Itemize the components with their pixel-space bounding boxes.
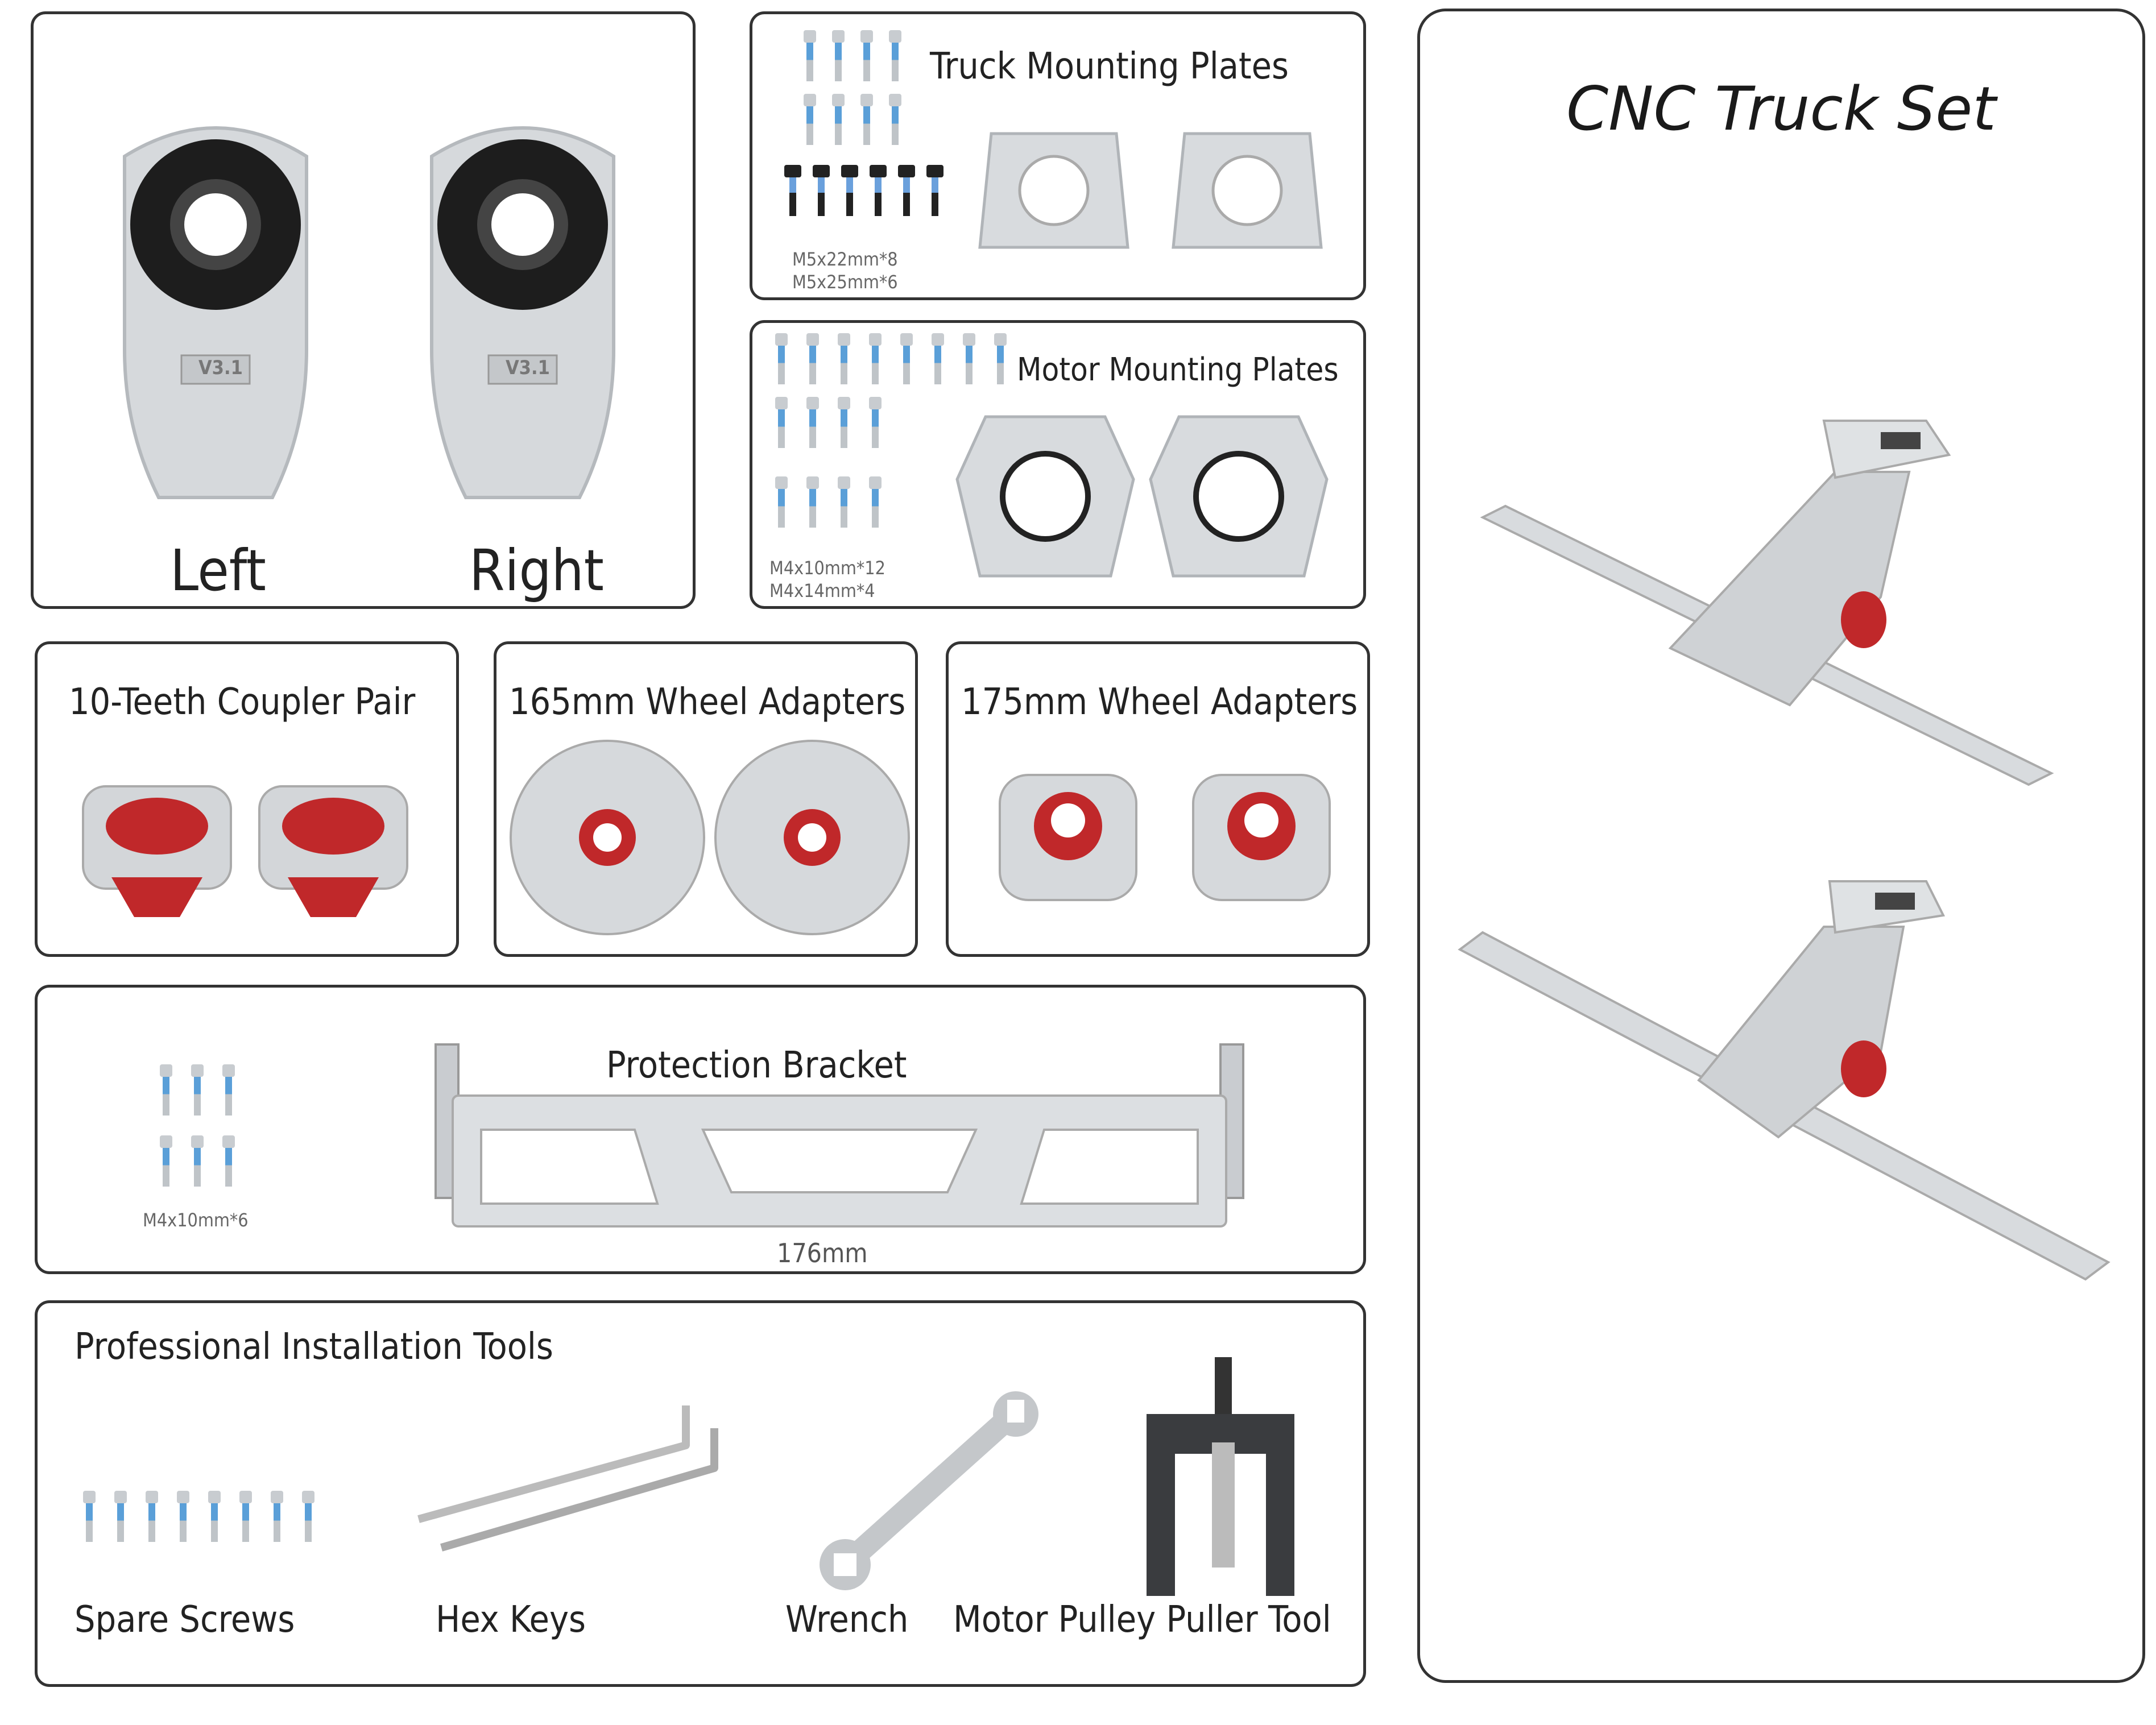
screw-icon: [804, 94, 816, 145]
truck-set-title: CNC Truck Set: [1566, 74, 1996, 144]
screw-icon: [870, 165, 887, 216]
screw-icon: [860, 30, 873, 81]
left-hub-image: [123, 126, 308, 499]
screw-icon: [869, 476, 882, 539]
motor-plates-spec-1: M4x10mm*12: [769, 557, 885, 579]
tools-title: Professional Installation Tools: [75, 1326, 553, 1368]
truck-plates-spec-2: M5x25mm*6: [792, 271, 898, 293]
screw-icon: [775, 333, 788, 384]
adapters-165-title: 165mm Wheel Adapters: [509, 681, 906, 723]
adapters-175-title: 175mm Wheel Adapters: [961, 681, 1358, 723]
screw-icon: [838, 397, 850, 448]
adapters-165-images: [510, 740, 910, 935]
screw-icon: [302, 1491, 314, 1542]
screw-icon: [898, 165, 915, 216]
tool-label-wrench: Wrench: [785, 1599, 909, 1641]
motor-plates-title: Motor Mounting Plates: [1017, 351, 1339, 388]
coupler-panel: 10-Teeth Coupler Pair: [35, 641, 459, 957]
screw-icon: [806, 397, 819, 448]
screw-icon: [832, 30, 845, 81]
screw-icon: [222, 1064, 235, 1116]
right-hub-image: [430, 126, 615, 499]
screw-icon: [900, 333, 913, 384]
tool-label-spare-screws: Spare Screws: [75, 1599, 295, 1641]
cnc-truck-set-panel: CNC Truck Set: [1417, 9, 2145, 1683]
adapters-165-panel: 165mm Wheel Adapters: [494, 641, 918, 957]
motor-plates-spec-2: M4x14mm*4: [769, 580, 875, 602]
motor-hubs-panel: V3.1 V3.1 Left Right: [31, 11, 696, 609]
bracket-title: Protection Bracket: [606, 1044, 907, 1087]
screw-icon: [832, 94, 845, 145]
truck-image-top: [1480, 420, 2054, 786]
tool-label-hex-keys: Hex Keys: [436, 1599, 586, 1641]
protection-bracket-image: [434, 1043, 1244, 1228]
truck-mounting-plates-panel: Truck Mounting Plates M5x22mm*8 M5x25mm*…: [750, 11, 1366, 300]
screw-icon: [271, 1491, 283, 1542]
pulley-puller-image: [1147, 1357, 1294, 1596]
motor-mounting-plates-panel: Motor Mounting Plates M4x10mm*12 M4x14mm…: [750, 320, 1366, 609]
truck-plate-images: [978, 132, 1323, 249]
bracket-length: 176mm: [777, 1238, 868, 1268]
tool-label-pulley-puller: Motor Pulley Puller Tool: [953, 1599, 1331, 1641]
truck-plates-spec-1: M5x22mm*8: [792, 248, 898, 270]
right-hub-engraving: V3.1: [506, 356, 550, 379]
screw-icon: [784, 165, 801, 216]
coupler-title: 10-Teeth Coupler Pair: [69, 681, 416, 723]
right-label: Right: [469, 537, 604, 604]
screw-icon: [208, 1491, 221, 1542]
screw-icon: [160, 1064, 172, 1116]
screw-icon: [838, 476, 850, 539]
screw-icon: [869, 397, 882, 448]
left-hub-engraving: V3.1: [198, 356, 243, 379]
screw-icon: [114, 1491, 127, 1542]
truck-image-bottom: [1458, 880, 2111, 1281]
installation-tools-panel: Professional Installation Tools Spare Sc…: [35, 1300, 1366, 1687]
motor-plate-images: [955, 415, 1329, 578]
screw-icon: [806, 333, 819, 384]
bracket-screw-spec: M4x10mm*6: [143, 1209, 249, 1231]
coupler-images: [82, 785, 408, 917]
screw-icon: [926, 165, 943, 216]
screw-icon: [932, 333, 944, 384]
hex-keys-image: [417, 1405, 718, 1552]
screw-icon: [963, 333, 975, 384]
adapters-175-panel: 175mm Wheel Adapters: [946, 641, 1370, 957]
screw-icon: [813, 165, 830, 216]
screw-icon: [191, 1064, 204, 1116]
screw-icon: [860, 94, 873, 145]
wrench-image: [820, 1391, 1038, 1590]
left-label: Left: [170, 537, 266, 604]
screw-icon: [146, 1491, 158, 1542]
screw-icon: [222, 1135, 235, 1187]
screw-icon: [775, 397, 788, 448]
screw-icon: [191, 1135, 204, 1187]
screw-icon: [806, 476, 819, 539]
screw-icon: [889, 30, 901, 81]
screw-icon: [160, 1135, 172, 1187]
screw-icon: [994, 333, 1007, 384]
screw-icon: [838, 333, 850, 384]
truck-plates-title: Truck Mounting Plates: [930, 45, 1289, 88]
screw-icon: [869, 333, 882, 384]
protection-bracket-panel: M4x10mm*6 Protection Bracket 176mm: [35, 985, 1366, 1274]
screw-icon: [804, 30, 816, 81]
screw-icon: [177, 1491, 189, 1542]
screw-icon: [775, 476, 788, 539]
adapters-175-images: [999, 774, 1331, 901]
screw-icon: [841, 165, 858, 216]
screw-icon: [239, 1491, 252, 1542]
screw-icon: [889, 94, 901, 145]
screw-icon: [83, 1491, 96, 1542]
